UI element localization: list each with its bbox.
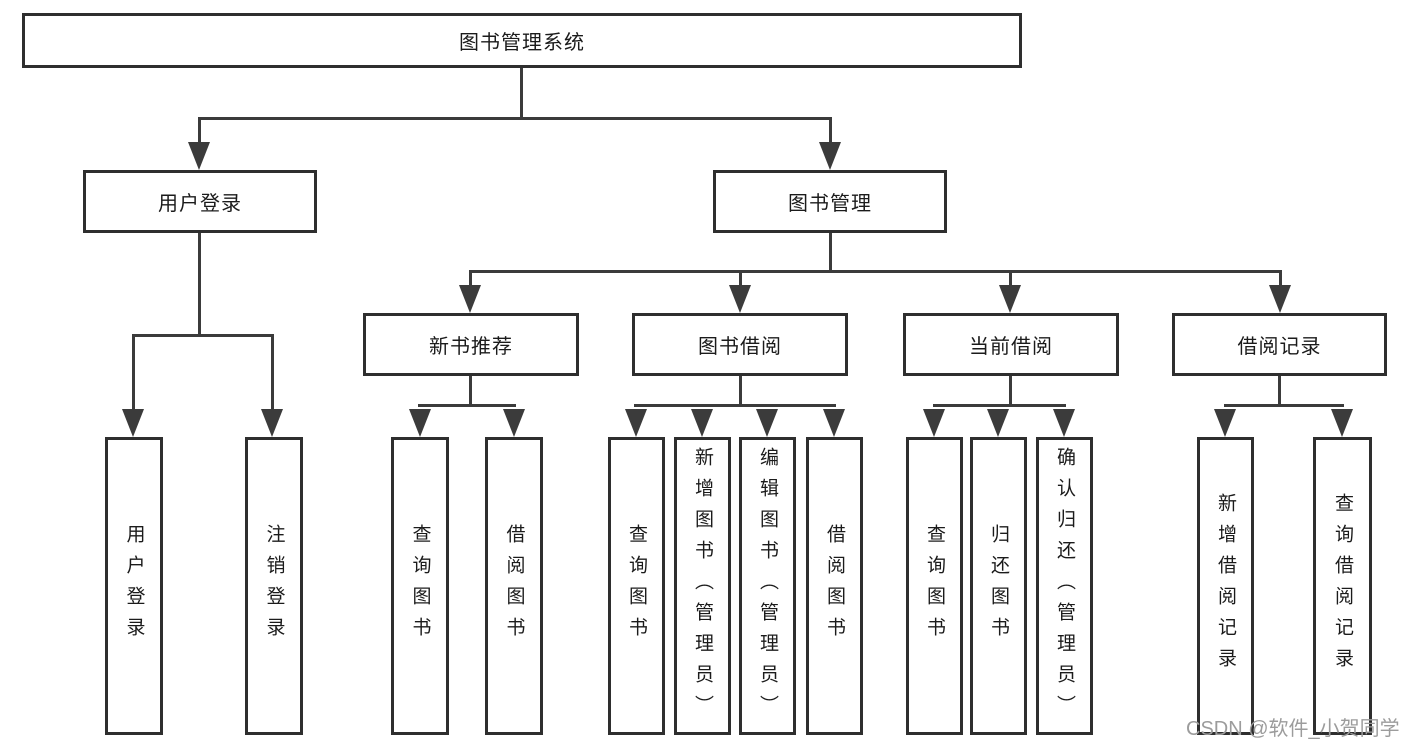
- node-borrowing-records: 借阅记录: [1172, 313, 1387, 376]
- connector-line: [1009, 376, 1012, 407]
- leaf-current-return-books-label: 归还图书: [988, 524, 1009, 648]
- leaf-borrow-edit-books-admin-label: 编辑图书（管理员）: [757, 446, 778, 726]
- node-book-management-label: 图书管理: [788, 193, 872, 215]
- connector-line: [271, 334, 274, 413]
- leaf-records-add-record-label: 新增借阅记录: [1215, 493, 1236, 679]
- arrow-down-icon: [122, 409, 144, 437]
- leaf-current-confirm-return-admin: 确认归还（管理员）: [1036, 437, 1093, 735]
- connector-line: [1224, 404, 1344, 407]
- arrow-down-icon: [691, 409, 713, 437]
- node-library-management-system-label: 图书管理系统: [459, 32, 585, 54]
- arrow-down-icon: [1331, 409, 1353, 437]
- arrow-down-icon: [819, 142, 841, 170]
- leaf-logout-label: 注销登录: [263, 524, 285, 648]
- connector-line: [933, 404, 1066, 407]
- leaf-user-login: 用户登录: [105, 437, 163, 735]
- arrow-down-icon: [987, 409, 1009, 437]
- node-current-borrowing: 当前借阅: [903, 313, 1119, 376]
- connector-line: [829, 117, 832, 146]
- arrow-down-icon: [729, 285, 751, 313]
- arrow-down-icon: [188, 142, 210, 170]
- leaf-current-query-books-label: 查询图书: [924, 524, 945, 648]
- leaf-borrow-borrow-books: 借阅图书: [806, 437, 863, 735]
- node-user-login: 用户登录: [83, 170, 317, 233]
- node-user-login-label: 用户登录: [158, 193, 242, 215]
- leaf-borrow-add-books-admin-label: 新增图书（管理员）: [692, 446, 713, 726]
- connector-line: [469, 270, 1282, 273]
- arrow-down-icon: [503, 409, 525, 437]
- node-current-borrowing-label: 当前借阅: [969, 336, 1053, 358]
- arrow-down-icon: [261, 409, 283, 437]
- arrow-down-icon: [999, 285, 1021, 313]
- arrow-down-icon: [1053, 409, 1075, 437]
- leaf-recommend-borrow-books: 借阅图书: [485, 437, 543, 735]
- leaf-borrow-add-books-admin: 新增图书（管理员）: [674, 437, 731, 735]
- leaf-current-confirm-return-admin-label: 确认归还（管理员）: [1054, 446, 1075, 726]
- node-book-management: 图书管理: [713, 170, 947, 233]
- leaf-recommend-borrow-books-label: 借阅图书: [503, 524, 525, 648]
- node-borrowing-records-label: 借阅记录: [1237, 336, 1322, 358]
- leaf-records-query-record: 查询借阅记录: [1313, 437, 1372, 735]
- arrow-down-icon: [823, 409, 845, 437]
- leaf-logout: 注销登录: [245, 437, 303, 735]
- connector-line: [198, 117, 832, 120]
- connector-line: [1009, 270, 1012, 289]
- connector-line: [198, 117, 201, 146]
- leaf-borrow-query-books-label: 查询图书: [626, 524, 647, 648]
- arrow-down-icon: [923, 409, 945, 437]
- arrow-down-icon: [409, 409, 431, 437]
- connector-line: [739, 270, 742, 289]
- connector-line: [132, 334, 135, 413]
- leaf-current-query-books: 查询图书: [906, 437, 963, 735]
- leaf-records-query-record-label: 查询借阅记录: [1332, 493, 1353, 679]
- leaf-records-add-record: 新增借阅记录: [1197, 437, 1254, 735]
- leaf-user-login-label: 用户登录: [123, 524, 145, 648]
- leaf-current-return-books: 归还图书: [970, 437, 1027, 735]
- connector-line: [634, 404, 836, 407]
- node-new-book-recommendation: 新书推荐: [363, 313, 579, 376]
- connector-line: [469, 270, 472, 289]
- node-new-book-recommendation-label: 新书推荐: [429, 336, 513, 358]
- watermark: CSDN @软件_小贺同学: [1186, 718, 1400, 740]
- leaf-borrow-edit-books-admin: 编辑图书（管理员）: [739, 437, 796, 735]
- node-library-management-system: 图书管理系统: [22, 13, 1022, 68]
- arrow-down-icon: [625, 409, 647, 437]
- connector-line: [1279, 270, 1282, 289]
- arrow-down-icon: [1214, 409, 1236, 437]
- connector-line: [829, 233, 832, 273]
- arrow-down-icon: [1269, 285, 1291, 313]
- arrow-down-icon: [756, 409, 778, 437]
- leaf-recommend-query-books-label: 查询图书: [409, 524, 431, 648]
- connector-line: [132, 334, 274, 337]
- connector-line: [418, 404, 516, 407]
- leaf-borrow-borrow-books-label: 借阅图书: [824, 524, 845, 648]
- arrow-down-icon: [459, 285, 481, 313]
- connector-line: [1278, 376, 1281, 407]
- leaf-borrow-query-books: 查询图书: [608, 437, 665, 735]
- leaf-recommend-query-books: 查询图书: [391, 437, 449, 735]
- connector-line: [520, 68, 523, 120]
- connector-line: [739, 376, 742, 407]
- connector-line: [469, 376, 472, 407]
- connector-line: [198, 233, 201, 337]
- node-book-borrowing: 图书借阅: [632, 313, 848, 376]
- node-book-borrowing-label: 图书借阅: [698, 336, 782, 358]
